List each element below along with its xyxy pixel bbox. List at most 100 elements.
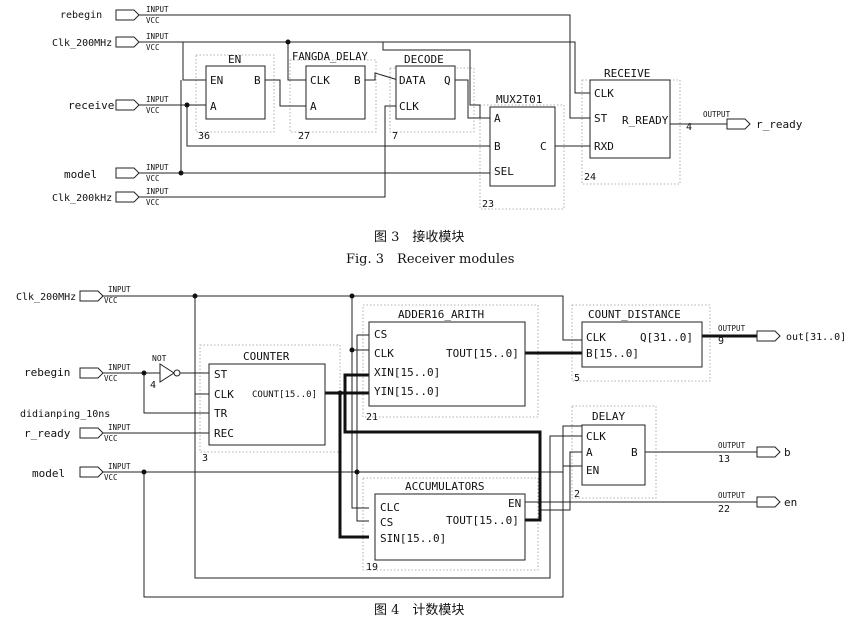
figure-3-caption-en: Fig. 3 Receiver modules <box>346 252 514 267</box>
junction-dot <box>337 390 343 396</box>
pin-label: CLK <box>310 74 330 87</box>
block-title: COUNTER <box>243 350 290 363</box>
input-label: rebegin <box>60 10 102 21</box>
pin-label: R_READY <box>622 114 669 127</box>
input-pin-symbol <box>79 290 104 302</box>
fig4-input-model: model INPUT VCC <box>32 462 131 482</box>
block-title: DELAY <box>592 410 625 423</box>
fig4-input-clk-200mhz: Clk_200MHz INPUT VCC <box>16 285 131 305</box>
block-id: 2 <box>574 489 580 500</box>
pin-label: A <box>310 100 317 113</box>
pin-label: CLK <box>594 87 614 100</box>
fig3-input-clk-200khz: Clk_200kHz INPUT VCC <box>52 187 169 207</box>
en-block: EN EN A B 36 <box>198 53 266 142</box>
pin-label: B[15..0] <box>586 347 639 360</box>
delay-block: DELAY CLK A EN B 2 <box>574 410 646 500</box>
pin-label: RXD <box>594 140 614 153</box>
accumulators-block: ACCUMULATORS CLC CS SIN[15..0] EN TOUT[1… <box>366 480 526 573</box>
pin-label: XIN[15..0] <box>374 366 440 379</box>
input-type-label: INPUT <box>108 423 131 432</box>
fig4-input-r-ready: r_ready INPUT VCC <box>24 423 131 443</box>
pin-label: TOUT[15..0] <box>446 514 519 527</box>
pin-label: Q[31..0] <box>640 331 693 344</box>
input-label: model <box>64 168 97 181</box>
vcc-label: VCC <box>146 198 160 207</box>
block-id: 19 <box>366 562 378 573</box>
vcc-label: VCC <box>104 296 118 305</box>
pin-label: CS <box>380 516 393 529</box>
block-title: ACCUMULATORS <box>405 480 484 493</box>
vcc-label: VCC <box>104 473 118 482</box>
input-label: r_ready <box>24 427 71 440</box>
block-title: COUNT_DISTANCE <box>588 308 681 321</box>
pin-label: CLK <box>374 347 394 360</box>
output-type-label: OUTPUT <box>703 110 731 119</box>
fig3-input-clk-200mhz: Clk_200MHz INPUT VCC <box>52 32 169 52</box>
input-pin-symbol <box>115 36 140 48</box>
input-label: rebegin <box>24 366 70 379</box>
fig4-buses <box>325 334 757 539</box>
net-label-didianping: didianping_10ns <box>20 409 110 420</box>
fig4-output-en: OUTPUT 22 en <box>718 491 797 515</box>
pin-label: SIN[15..0] <box>380 532 446 545</box>
pin-label: YIN[15..0] <box>374 385 440 398</box>
fig3-output-r-ready: OUTPUT 4 r_ready <box>686 110 803 133</box>
pin-label: ST <box>594 112 608 125</box>
figure-3-receiver-modules: rebegin INPUT VCC Clk_200MHz INPUT VCC r… <box>52 5 803 267</box>
input-pin-symbol <box>79 367 104 379</box>
junction-dot <box>141 469 147 475</box>
mux-block-outline <box>479 104 565 210</box>
input-type-label: INPUT <box>108 462 131 471</box>
input-label: Clk_200MHz <box>52 38 112 49</box>
pin-label: CLK <box>586 331 606 344</box>
output-label: out[31..0] <box>786 332 846 343</box>
block-title: EN <box>228 53 241 66</box>
input-pin-symbol <box>79 427 104 439</box>
input-type-label: INPUT <box>108 285 131 294</box>
acc-block-outline <box>362 477 539 571</box>
junction-dot <box>184 102 190 108</box>
not-gate-bubble <box>173 369 181 377</box>
output-id: 4 <box>686 122 692 133</box>
vcc-label: VCC <box>146 43 160 52</box>
input-type-label: INPUT <box>146 32 169 41</box>
pin-label: CLK <box>399 100 419 113</box>
fig4-wires <box>103 295 757 598</box>
figure-3-caption-cn: 图 3 接收模块 <box>374 229 464 245</box>
vcc-label: VCC <box>146 174 160 183</box>
pin-label: CLC <box>380 501 400 514</box>
output-label: en <box>784 496 797 509</box>
input-pin-symbol <box>115 99 140 111</box>
pin-label: EN <box>210 74 223 87</box>
output-label: r_ready <box>756 118 803 131</box>
block-title: DECODE <box>404 53 444 66</box>
pin-label: TR <box>214 407 228 420</box>
pin-label: A <box>586 446 593 459</box>
junction-dot <box>141 370 147 376</box>
pin-label: B <box>354 74 361 87</box>
pin-label: EN <box>508 497 521 510</box>
input-pin-symbol <box>79 466 104 478</box>
mux2t01-block: MUX2T01 A B SEL C 23 <box>482 93 556 210</box>
fangda-delay-block: FANGDA_DELAY CLK A B 27 <box>292 51 369 142</box>
fig3-input-model: model INPUT VCC <box>64 163 169 183</box>
input-type-label: INPUT <box>146 95 169 104</box>
count-distance-block-outline <box>571 304 711 382</box>
pin-label: B <box>254 74 261 87</box>
figure-4-caption-cn: 图 4 计数模块 <box>374 603 464 618</box>
fig3-wires <box>139 14 727 198</box>
input-type-label: INPUT <box>108 363 131 372</box>
pin-label: CS <box>374 328 387 341</box>
count-distance-block: COUNT_DISTANCE CLK B[15..0] Q[31..0] 5 <box>574 308 703 384</box>
input-pin-symbol <box>115 191 140 203</box>
adder16-arith-block: ADDER16_ARITH CS CLK XIN[15..0] YIN[15..… <box>366 308 526 423</box>
fig4-output-b: OUTPUT 13 b <box>718 441 791 465</box>
block-id: 7 <box>392 131 398 142</box>
pin-label: B <box>631 446 638 459</box>
fig3-input-rebegin: rebegin INPUT VCC <box>60 5 169 25</box>
block-id: 21 <box>366 412 378 423</box>
output-id: 9 <box>718 336 724 347</box>
vcc-label: VCC <box>104 434 118 443</box>
fig4-input-rebegin: rebegin INPUT VCC <box>24 363 131 383</box>
